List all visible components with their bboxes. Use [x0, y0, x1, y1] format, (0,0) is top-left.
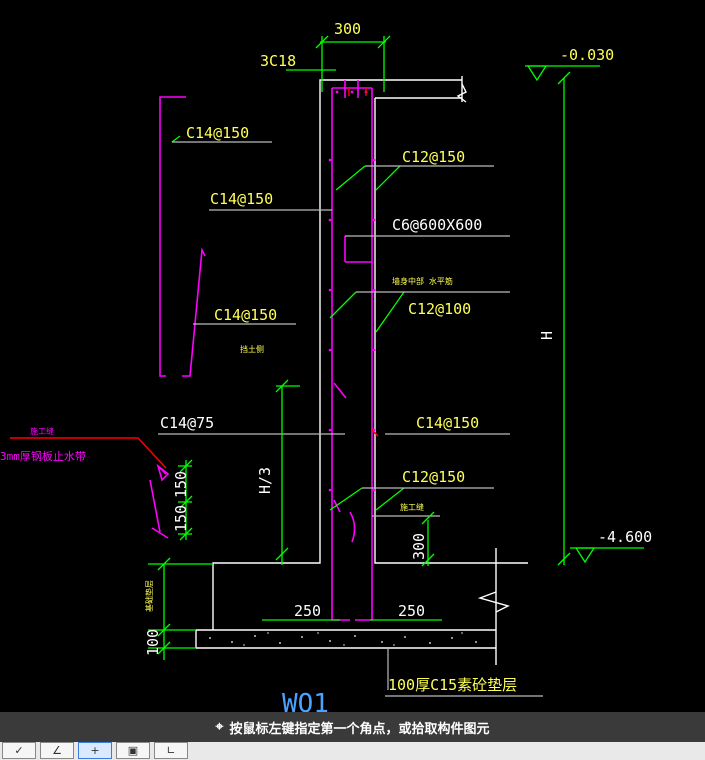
label-bar-right-2: C6@600X600	[392, 216, 482, 234]
command-prompt: 按鼠标左键指定第一个角点，或拾取构件图元	[229, 721, 490, 737]
dim-top-width: 300	[334, 20, 361, 38]
check-tool-button[interactable]: ✓	[2, 742, 36, 759]
concrete-outline	[195, 76, 528, 665]
level-top: -0.030	[560, 46, 614, 64]
note-steel-plate: 3mm厚钢板止水带	[0, 449, 86, 463]
rebar-lines	[159, 80, 373, 621]
note-joint-left: 施工缝	[30, 426, 54, 436]
label-underlines	[158, 141, 543, 697]
label-top-bars: 3C18	[260, 52, 296, 70]
box-tool-button[interactable]: ▣	[116, 742, 150, 759]
note-joint-top: 施工缝	[400, 502, 424, 512]
bottom-toolbar: ✓ ∠ + ▣ ∟	[0, 742, 705, 760]
label-bar-right-4: C14@150	[416, 414, 479, 432]
dimension-lines	[148, 35, 644, 660]
dim-height: H	[538, 331, 556, 340]
wall-section-drawing: 300 3C18 -0.030 C14@150 C14@150 C14@150 …	[0, 20, 652, 719]
rebar-dots	[328, 90, 376, 492]
crosshair-cursor-icon: ⌖	[215, 719, 224, 735]
label-bar-right-5: C12@150	[402, 468, 465, 486]
leader-lines	[171, 135, 405, 511]
label-bar-right-3: C12@100	[408, 300, 471, 318]
bedding-texture	[209, 632, 477, 646]
point-tool-button[interactable]: +	[78, 742, 112, 759]
note-mid-bars: 墙身中部 水平筋	[392, 276, 453, 286]
dim-one-third: H/3	[256, 467, 274, 494]
label-bar-left-2: C14@150	[210, 190, 273, 208]
note-soil-side: 挡土侧	[240, 344, 264, 354]
section-id: WQ1	[282, 689, 329, 712]
label-bar-left-4: C14@75	[160, 414, 214, 432]
dim-150-lower: 150	[172, 505, 190, 532]
line-tool-button[interactable]: ∠	[40, 742, 74, 759]
dim-250-left: 250	[294, 602, 321, 620]
red-markers	[10, 88, 379, 469]
waterstop-symbol	[149, 463, 170, 539]
label-bar-right-1: C12@150	[402, 148, 465, 166]
dim-100: 100	[144, 629, 162, 656]
dim-250-right: 250	[398, 602, 425, 620]
bedding-note: 100厚C15素砼垫层	[388, 676, 517, 694]
cad-drawing-canvas[interactable]: 300 3C18 -0.030 C14@150 C14@150 C14@150 …	[0, 0, 705, 719]
dim-300: 300	[410, 533, 428, 560]
angle-tool-button[interactable]: ∟	[154, 742, 188, 759]
dim-150-upper: 150	[172, 471, 190, 498]
label-bar-left-1: C14@150	[186, 124, 249, 142]
note-foundation-bedding: 基础垫层	[144, 580, 154, 612]
command-status-bar: ⌖ 按鼠标左键指定第一个角点，或拾取构件图元	[0, 712, 705, 742]
label-bar-left-3: C14@150	[214, 306, 277, 324]
level-bottom: -4.600	[598, 528, 652, 546]
